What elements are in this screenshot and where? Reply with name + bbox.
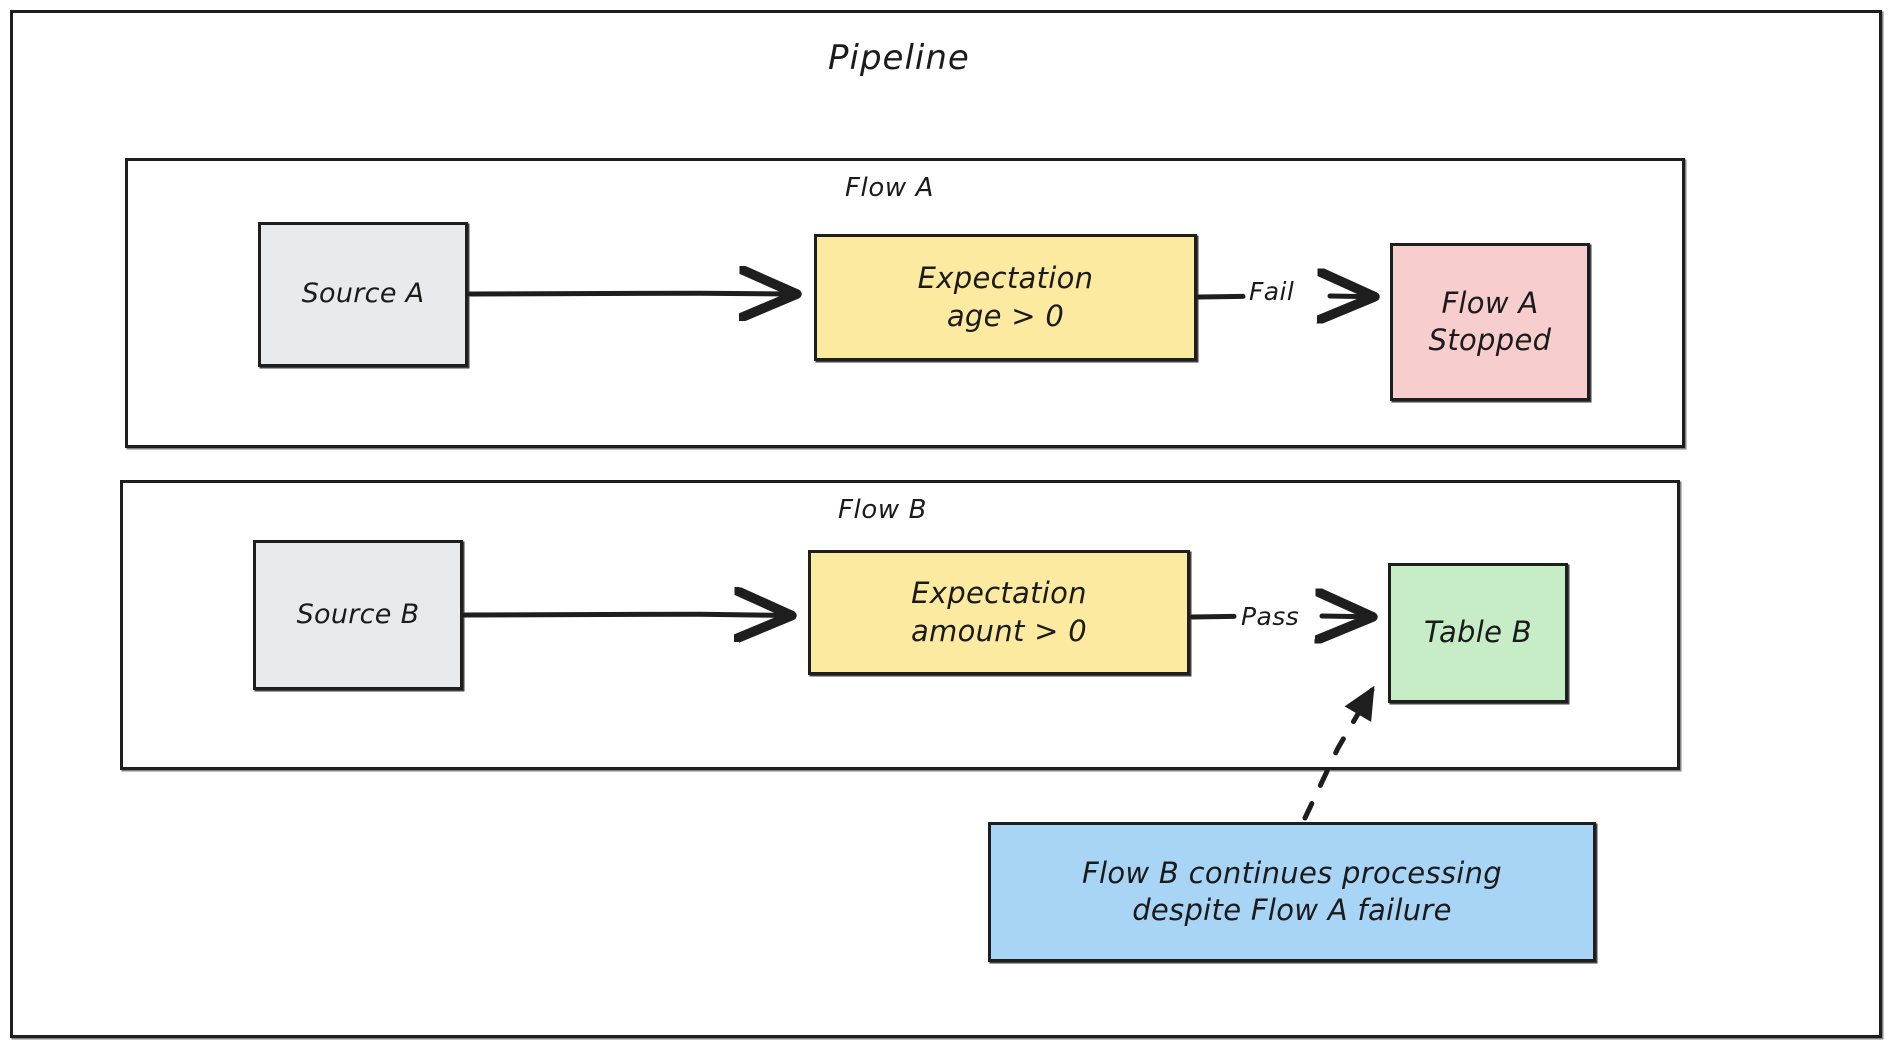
flow-b-label: Flow B: [838, 495, 928, 525]
node-expectation-a[interactable]: Expectation age > 0: [814, 234, 1197, 361]
flow-a-group: [125, 158, 1685, 448]
edge-label-fail: Fail: [1245, 277, 1299, 306]
note-flow-b[interactable]: Flow B continues processing despite Flow…: [988, 822, 1596, 962]
flow-b-group: [120, 480, 1680, 770]
node-flow-a-stopped-label: Flow A Stopped: [1428, 285, 1552, 357]
node-source-b-label: Source B: [296, 598, 420, 630]
flow-a-label: Flow A: [845, 173, 935, 203]
pipeline-outer-frame: [10, 10, 1882, 1038]
node-flow-a-stopped[interactable]: Flow A Stopped: [1390, 243, 1590, 401]
node-expectation-a-label: Expectation age > 0: [917, 261, 1094, 333]
node-source-a-label: Source A: [301, 278, 425, 310]
page-title: Pipeline: [828, 38, 970, 78]
edge-label-pass: Pass: [1237, 602, 1304, 631]
node-table-b[interactable]: Table B: [1388, 563, 1568, 703]
node-source-a[interactable]: Source A: [258, 222, 468, 367]
node-expectation-b-label: Expectation amount > 0: [910, 576, 1088, 648]
node-expectation-b[interactable]: Expectation amount > 0: [808, 550, 1190, 675]
note-flow-b-label: Flow B continues processing despite Flow…: [1082, 855, 1502, 927]
node-table-b-label: Table B: [1424, 615, 1532, 650]
node-source-b[interactable]: Source B: [253, 540, 463, 690]
